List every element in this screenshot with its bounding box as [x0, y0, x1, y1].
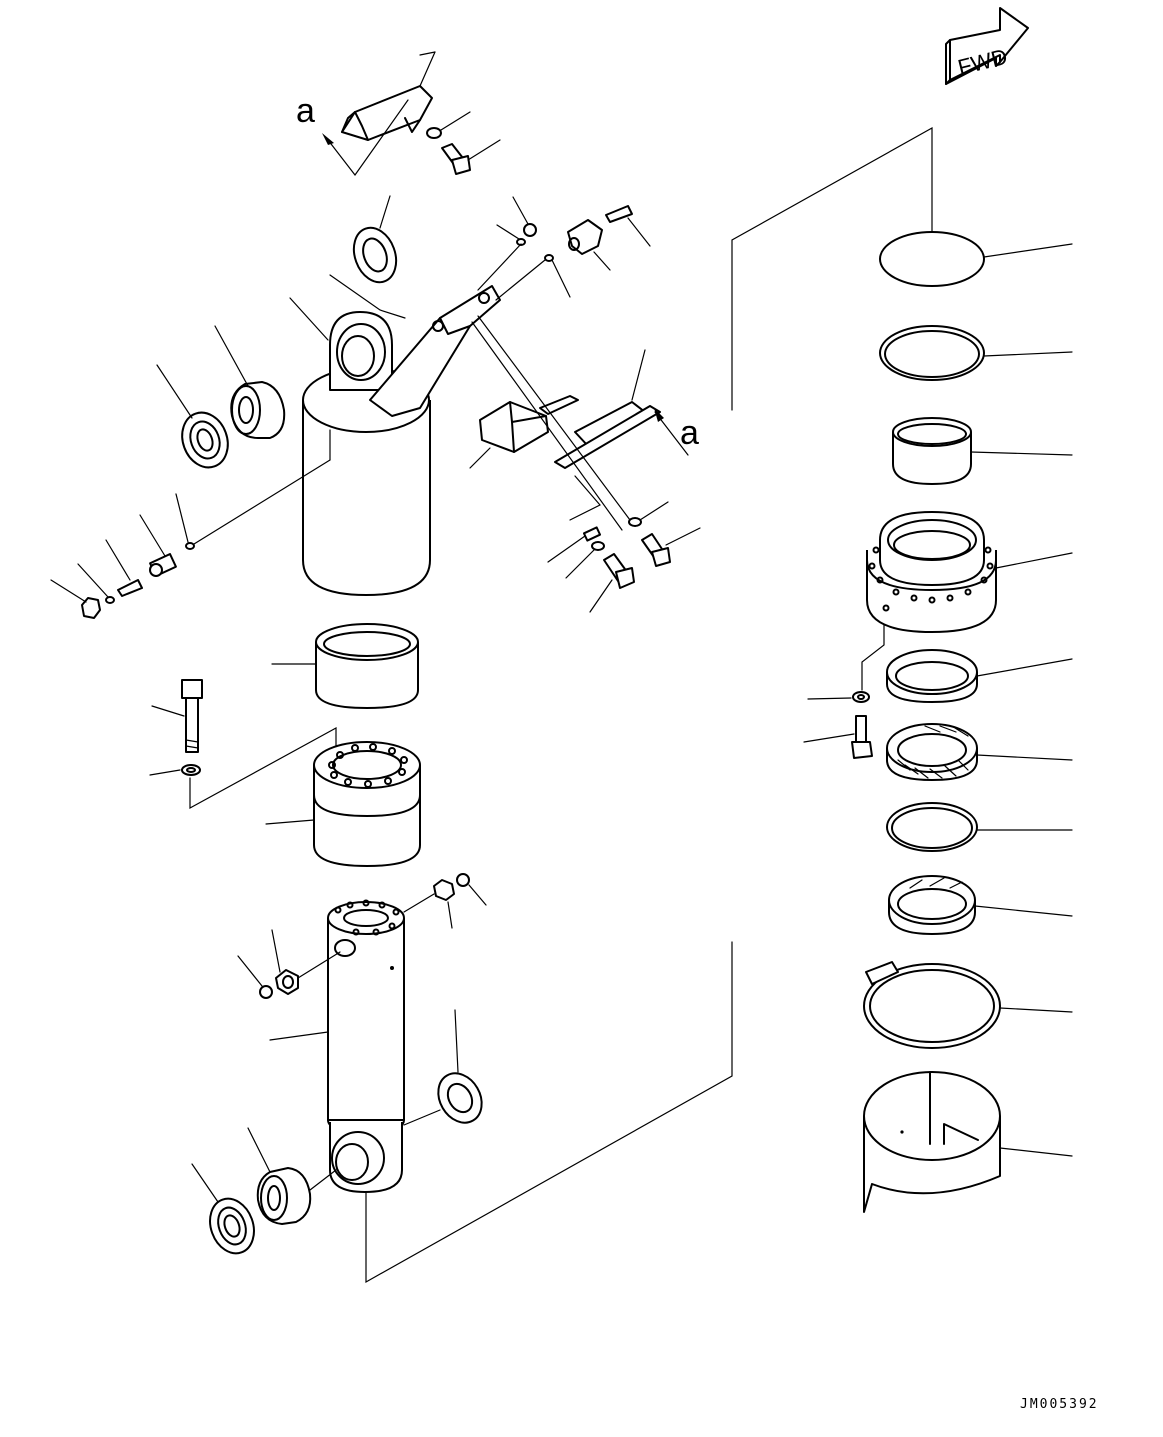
left-grease-fitting-set	[50, 429, 331, 619]
lower-spherical-bearing	[247, 1127, 337, 1225]
buffer-ring	[886, 723, 1073, 781]
upper-seal-ring	[329, 195, 406, 319]
upper-cover-plate	[322, 51, 436, 176]
snap-ring	[886, 802, 1073, 852]
guard-bracket-right	[471, 315, 689, 531]
bracket-bolts-washers	[547, 475, 701, 613]
long-bolt-washer	[149, 679, 337, 810]
upper-washer-bolt	[426, 111, 501, 175]
cylinder-head	[861, 511, 1073, 691]
cylinder-body	[289, 285, 501, 596]
rod-side-fittings	[237, 929, 341, 999]
backup-ring	[879, 325, 1073, 381]
piston-rod	[269, 899, 733, 1284]
fwd-direction-arrow: FWD	[945, 7, 1029, 85]
lower-seal-ring-rod	[403, 1009, 483, 1126]
view-a-label-upper: a	[296, 92, 315, 130]
rod-seal	[886, 649, 1073, 703]
drawing-code: JM005392	[1020, 1397, 1099, 1412]
left-spherical-bearing	[214, 325, 286, 439]
piston	[265, 741, 421, 867]
head-washer-bolt	[803, 691, 873, 759]
cover-sleeve	[863, 1071, 1073, 1213]
piston-bolt-holes	[328, 743, 408, 788]
left-seal-ring-upper	[156, 364, 229, 469]
guard-bracket-left	[469, 395, 579, 469]
dust-seal	[888, 875, 1073, 935]
view-a-label-right: a	[680, 414, 699, 452]
rod-bushing	[892, 417, 1073, 485]
guide-bushing	[271, 623, 419, 709]
o-ring	[879, 231, 1073, 287]
rod-nut-ball	[403, 873, 487, 929]
lower-seal-ring-left	[191, 1163, 255, 1255]
clamp-band	[863, 961, 1073, 1049]
upper-grease-fittings	[477, 196, 651, 301]
